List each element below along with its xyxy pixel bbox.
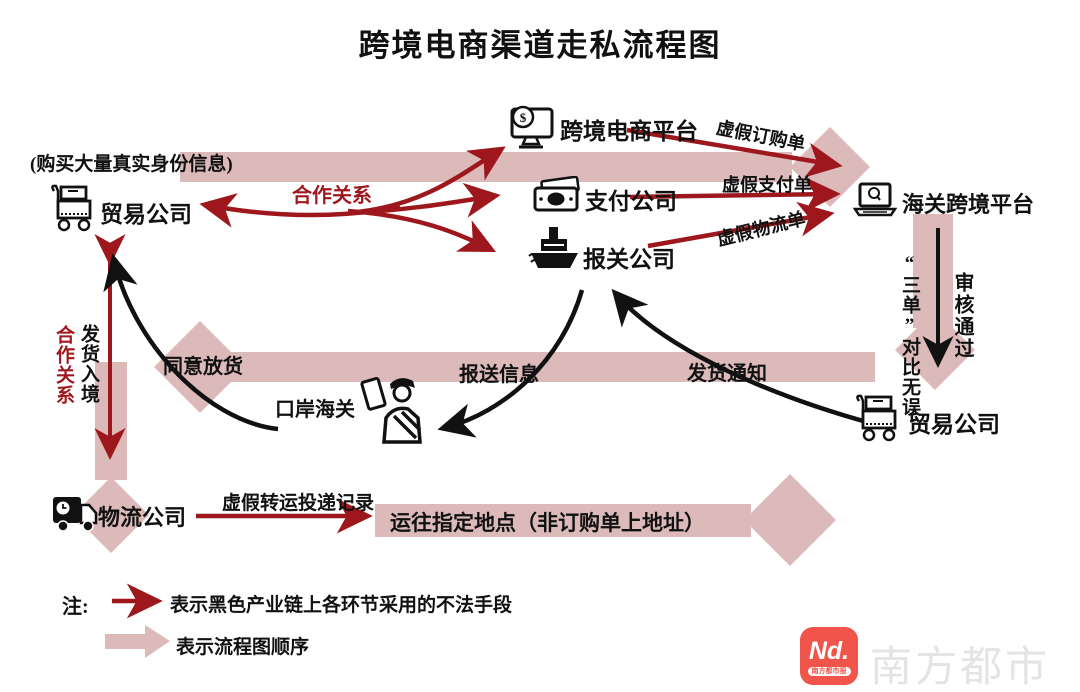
node-payment-company: 支付公司 xyxy=(585,189,677,214)
trade-company-left-icon xyxy=(51,184,92,232)
label-three-docs-check: “三单”对比无误 xyxy=(899,253,920,417)
arrow-fake-logistics xyxy=(647,201,835,249)
logistics-truck-icon xyxy=(53,497,98,532)
node-customs-platform: 海关跨境平台 xyxy=(902,192,1035,217)
customs-broker-icon xyxy=(528,227,578,268)
illegal-means-arrows xyxy=(94,127,843,619)
trade-company-right-icon xyxy=(856,394,897,442)
node-ecommerce-platform: 跨境电商平台 xyxy=(560,119,698,144)
arrow-fake-payment xyxy=(629,176,841,212)
payment-company-icon xyxy=(533,176,580,212)
page-title: 跨境电商渠道走私流程图 xyxy=(358,28,722,63)
label-ship-to-destination: 运往指定地点（非订购单上地址） xyxy=(390,511,705,535)
node-customs-broker: 报关公司 xyxy=(583,247,675,272)
arrow-submit-info xyxy=(437,289,585,438)
dollar-glyph: $ xyxy=(520,110,527,125)
arrow-to-payment xyxy=(351,182,501,218)
customs-platform-icon xyxy=(852,182,898,217)
label-submit-info: 报送信息 xyxy=(459,364,539,386)
nandu-logo-badge: Nd. 南方都市报 xyxy=(800,627,858,685)
customs-officer-icon xyxy=(360,377,422,444)
label-shipping-notice: 发货通知 xyxy=(687,363,767,385)
arrow-to-broker xyxy=(347,208,497,253)
arrow-shipping-notice xyxy=(611,288,875,427)
nandu-logo-text: Nd. xyxy=(808,636,850,665)
label-agree-release: 同意放货 xyxy=(163,356,243,378)
legend-flow-order: 表示流程图顺序 xyxy=(176,637,310,658)
nandu-watermark: 南方都市报 xyxy=(870,645,1051,691)
node-trade-company-right: 贸易公司 xyxy=(908,412,1000,437)
label-fake-payment: 虚假支付单 xyxy=(722,175,812,195)
node-port-customs: 口岸海关 xyxy=(275,399,355,421)
label-cooperation-left: 合作关系 xyxy=(53,325,74,405)
arrow-fake-order xyxy=(626,127,843,178)
black-curve-arrows xyxy=(103,253,875,438)
node-logistics-company: 物流公司 xyxy=(98,505,187,530)
legend-note: 注: xyxy=(62,596,89,618)
arrow-agree-release xyxy=(103,253,279,432)
node-trade-company-left: 贸易公司 xyxy=(100,202,192,227)
label-cooperation-top: 合作关系 xyxy=(292,185,372,207)
nandu-logo-caption: 南方都市报 xyxy=(807,666,851,676)
label-fake-transfer-record: 虚假转运投递记录 xyxy=(222,493,375,514)
label-review-passed: 审核通过 xyxy=(951,272,973,360)
legend-illegal-means: 表示黑色产业链上各环节采用的不法手段 xyxy=(170,595,513,616)
ecommerce-platform-icon: $ xyxy=(510,105,554,149)
label-goods-entry: 发货入境 xyxy=(78,324,99,404)
arrow-to-ecommerce xyxy=(357,146,506,215)
pink-flow-bands xyxy=(73,127,975,658)
label-buy-identity-info: (购买大量真实身份信息) xyxy=(30,154,233,175)
